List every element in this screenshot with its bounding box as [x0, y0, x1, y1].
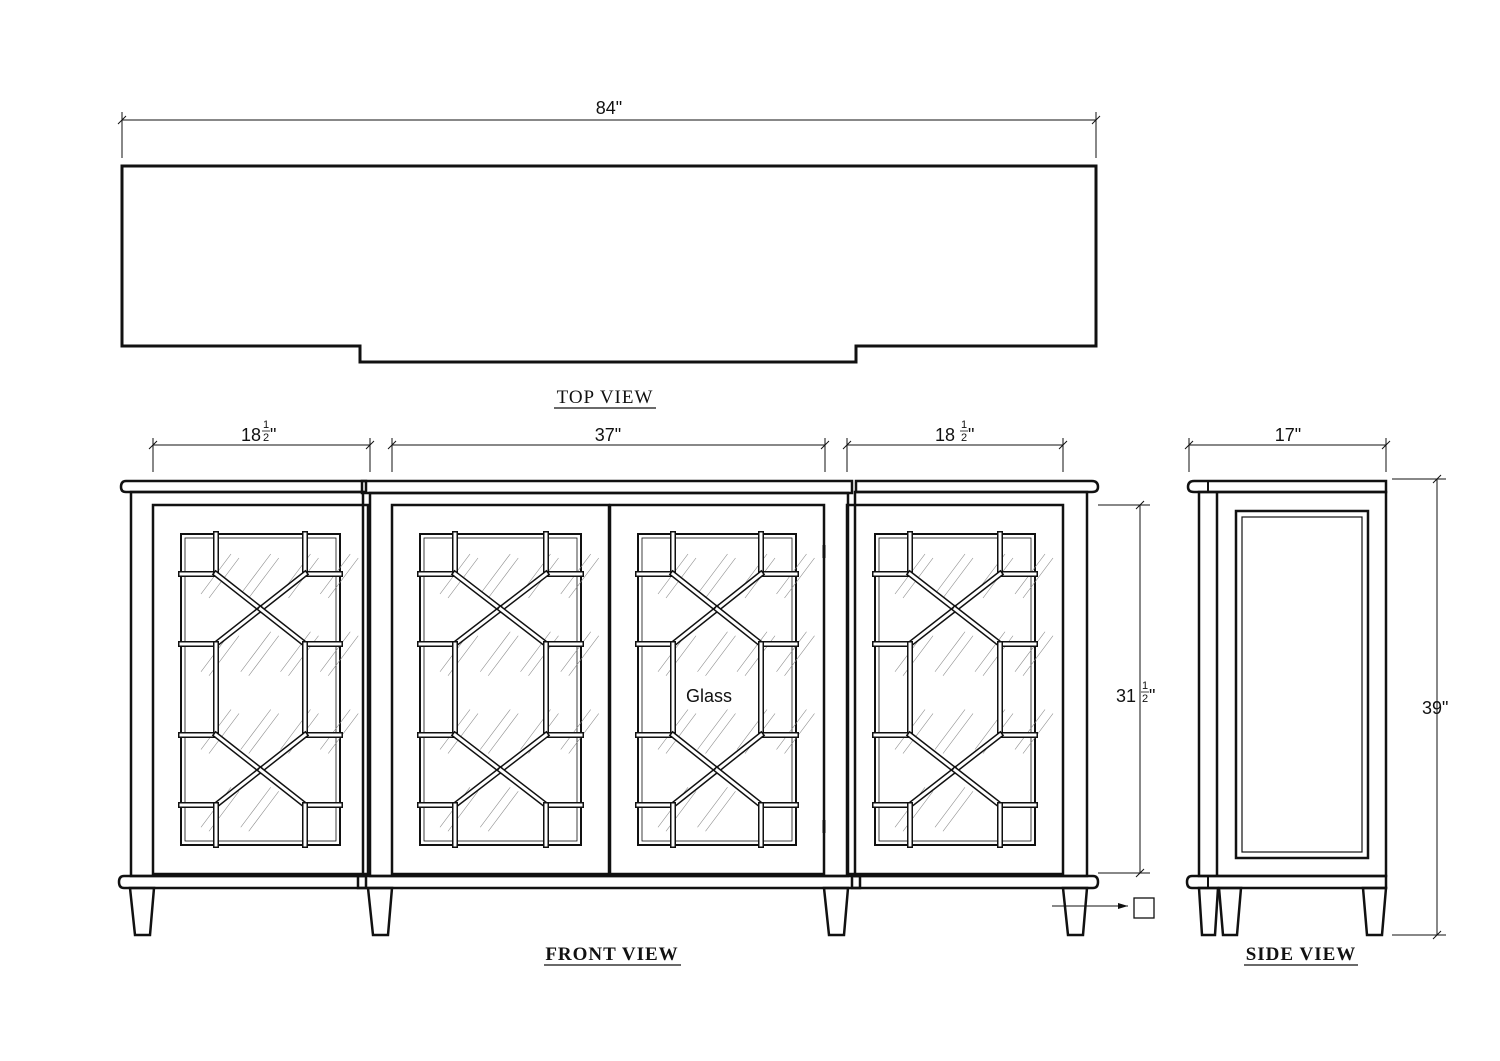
left-section-dimension: 18 1 2 " — [241, 419, 276, 445]
side-view: 17" 39" SIDE VIEW — [1184, 425, 1448, 966]
svg-text:1: 1 — [263, 419, 269, 431]
front-top-left — [119, 479, 368, 494]
svg-text:2: 2 — [263, 432, 269, 444]
leg — [822, 886, 850, 937]
svg-text:": " — [968, 425, 974, 445]
svg-text:1: 1 — [1142, 680, 1148, 692]
svg-text:1: 1 — [961, 419, 967, 431]
cabinet-height-dimension: 31 1 2 " — [1098, 500, 1155, 878]
glass-door[interactable]: Glass — [608, 503, 826, 876]
glass-door[interactable] — [151, 503, 370, 876]
front-base-right — [850, 874, 1100, 890]
right-section-dimension: 18 1 2 " — [935, 419, 974, 445]
overall-width-label: 84" — [596, 98, 622, 118]
side-view-title: SIDE VIEW — [1246, 944, 1357, 965]
leg — [1061, 886, 1089, 937]
section-callout — [1052, 897, 1155, 919]
glass-door[interactable] — [845, 503, 1065, 876]
leg — [128, 886, 156, 937]
top-view: 84" TOP VIEW — [117, 98, 1101, 409]
svg-text:": " — [1149, 686, 1155, 706]
depth-label: 17" — [1275, 425, 1301, 445]
front-base-left — [117, 874, 368, 890]
leg — [366, 886, 394, 937]
front-top-right — [854, 479, 1100, 494]
svg-text:": " — [270, 425, 276, 445]
front-top-center — [360, 479, 854, 495]
overall-height-label: 39" — [1422, 698, 1448, 718]
top-outline — [120, 164, 1098, 364]
svg-text:18: 18 — [935, 425, 955, 445]
top-view-title: TOP VIEW — [557, 387, 654, 408]
front-view: Glass FRONT VIEW — [117, 479, 1155, 966]
center-section-dimension: 37" — [595, 425, 621, 445]
svg-text:18: 18 — [241, 425, 261, 445]
svg-text:2: 2 — [961, 432, 967, 444]
glass-label: Glass — [686, 686, 732, 706]
doors: Glass — [151, 503, 1065, 876]
svg-text:2: 2 — [1142, 693, 1148, 705]
glass-door[interactable] — [390, 503, 611, 876]
front-width-dimensions: 18 1 2 " 37" 18 1 2 " — [148, 419, 1068, 472]
front-base-center — [356, 874, 862, 890]
svg-text:31: 31 — [1116, 686, 1136, 706]
front-view-title: FRONT VIEW — [545, 944, 678, 965]
overall-width-dimension: 84" — [117, 98, 1101, 158]
